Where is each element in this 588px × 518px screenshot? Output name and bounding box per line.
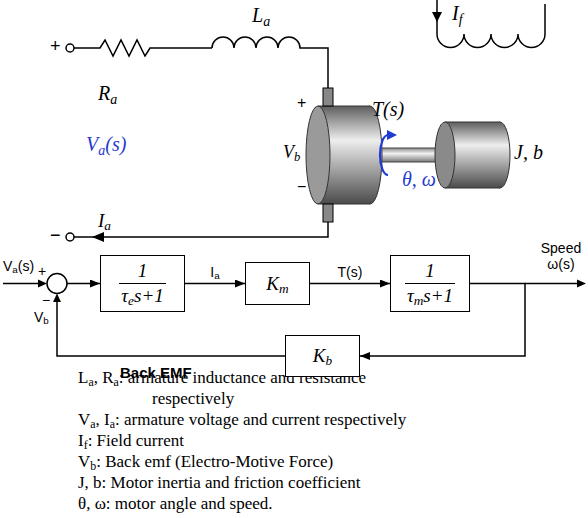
brush — [323, 204, 333, 222]
subscript: a — [98, 143, 105, 158]
input-line — [3, 283, 40, 285]
subscript: m — [414, 293, 424, 308]
wire — [74, 222, 328, 237]
load-face — [435, 122, 455, 188]
terminal-sign: − — [50, 225, 61, 246]
subscript: m — [279, 281, 289, 296]
rotation-arrow — [387, 130, 397, 140]
junction-sign: + — [38, 263, 46, 279]
output-label: Speed ω(s) — [536, 240, 586, 272]
signal-connector — [310, 283, 390, 285]
junction-sign: − — [42, 292, 50, 308]
block-text: Kb — [313, 345, 332, 367]
transfer-block: Kb — [285, 335, 360, 377]
subscript: b — [90, 459, 96, 473]
current-arrow — [92, 232, 104, 242]
signal-label: Vb — [34, 309, 49, 325]
inductor-symbol — [212, 37, 328, 88]
current-label: If — [452, 2, 463, 25]
subscript: b — [43, 315, 48, 326]
field-winding — [437, 0, 545, 48]
current-label: Ia — [98, 210, 111, 232]
subscript: a — [12, 264, 17, 275]
fraction-bar — [405, 283, 455, 284]
arrowhead — [53, 294, 61, 303]
subscript: a — [110, 92, 117, 107]
note-line: Va, Ia: armature voltage and current res… — [78, 409, 406, 430]
subscript: a — [263, 14, 270, 29]
subscript: f — [84, 438, 88, 452]
note-line: θ, ω: motor angle and speed. — [78, 493, 272, 514]
voltage-label: Va(s) — [86, 133, 126, 156]
signal-connector — [185, 283, 245, 285]
transfer-block: Km — [245, 262, 310, 305]
subscript: a — [90, 417, 95, 431]
resistor-symbol — [74, 40, 212, 56]
polarity-sign: + — [297, 94, 306, 112]
terminal — [66, 44, 74, 52]
terminal — [66, 233, 74, 241]
subscript: a — [114, 375, 119, 389]
block-text: Km — [266, 273, 288, 295]
block-text: τes+1 — [121, 285, 163, 307]
voltage-label: Vb — [283, 142, 300, 163]
torque-label: T(s) — [372, 98, 404, 121]
transfer-block: 1 τes+1 — [100, 255, 185, 312]
note-line: If: Field current — [78, 430, 184, 451]
fraction-bar — [119, 283, 165, 284]
subscript: e — [128, 293, 134, 308]
signal-label: T(s) — [338, 264, 363, 280]
component-label: Ra — [98, 82, 117, 105]
subscript: a — [214, 271, 219, 282]
note-line: J, b: Motor inertia and friction coeffic… — [78, 472, 360, 493]
signal-connector — [360, 284, 525, 357]
rotation-arrow — [380, 135, 388, 175]
subscript: b — [294, 150, 300, 164]
subscript: a — [104, 218, 111, 233]
arrowhead — [577, 280, 586, 288]
block-text: τms+1 — [407, 285, 453, 307]
brush — [323, 88, 333, 106]
transfer-block: 1 τms+1 — [390, 255, 470, 312]
subscript: a — [110, 417, 115, 431]
note-line: La, Ra: armature inductance and resistan… — [78, 367, 442, 409]
subscript: b — [326, 353, 333, 368]
signal-label: Va(s) — [3, 258, 34, 274]
summing-junction — [47, 274, 67, 294]
load-label: J, b — [514, 141, 543, 164]
motor-face — [306, 106, 330, 204]
component-label: La — [252, 4, 270, 27]
signal-label: Ia — [210, 264, 219, 280]
output-line — [525, 283, 578, 285]
motion-label: θ, ω — [402, 168, 436, 191]
polarity-sign: − — [297, 178, 306, 196]
subscript: a — [88, 375, 93, 389]
arrowhead — [38, 280, 47, 288]
current-arrow — [432, 12, 442, 22]
subscript: f — [459, 12, 463, 27]
note-line: Vb: Back emf (Electro-Motive Force) — [78, 451, 333, 472]
block-text: 1 — [138, 260, 148, 282]
block-text: 1 — [425, 260, 435, 282]
terminal-sign: + — [50, 36, 61, 57]
